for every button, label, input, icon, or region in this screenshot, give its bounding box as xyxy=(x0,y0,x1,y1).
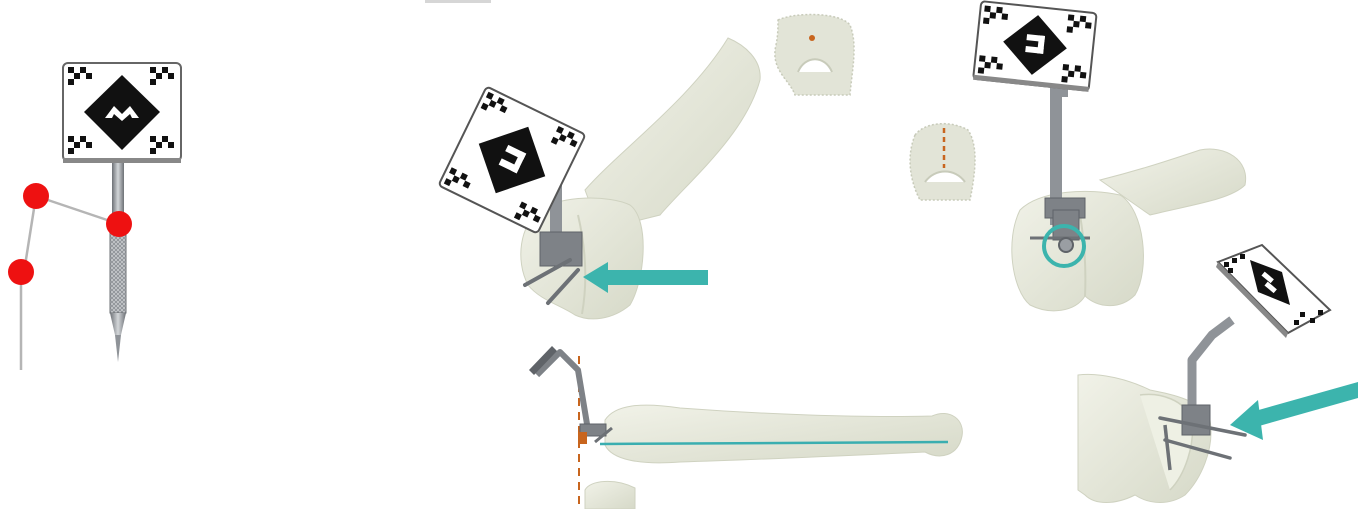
landmark-dot-2 xyxy=(106,211,132,237)
center-point xyxy=(809,35,815,41)
landmark-dot-1 xyxy=(23,183,49,209)
condyle-axial-bottom xyxy=(910,124,975,200)
pointer-probe xyxy=(110,158,126,362)
femur-tracker-posterior-view xyxy=(973,1,1246,311)
top-edge-mark xyxy=(425,0,491,3)
femur-tracker-anterior-view xyxy=(438,38,760,319)
digitizer-pointer-panel xyxy=(8,63,181,370)
landmark-lines xyxy=(21,196,119,370)
teal-arrow-left xyxy=(583,262,708,293)
femur-long-bone xyxy=(605,405,962,463)
femur-lateral-axis-view xyxy=(529,346,962,509)
teal-arrow-diagonal xyxy=(1230,382,1358,440)
condyle-axial-views xyxy=(775,15,975,200)
landmark-dot-3 xyxy=(8,259,34,285)
pointer-marker-plate xyxy=(63,63,181,163)
condyle-axial-top xyxy=(775,15,854,95)
